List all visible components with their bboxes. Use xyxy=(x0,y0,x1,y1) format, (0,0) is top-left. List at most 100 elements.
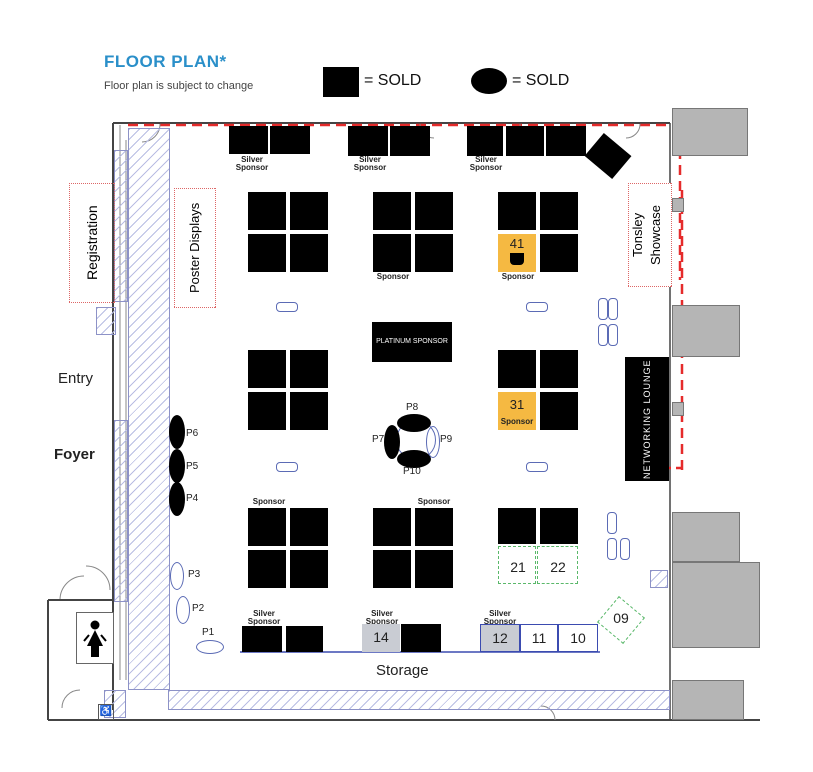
booth-block3-b[interactable] xyxy=(540,192,578,230)
registration-label: Registration xyxy=(84,205,100,281)
tonsley-showcase-area: Tonsley Showcase xyxy=(628,183,672,287)
table-icon-11 xyxy=(620,538,630,560)
booth-14-number: 14 xyxy=(373,629,389,645)
left-outer-hatch-2 xyxy=(114,420,128,602)
booth-09-number: 09 xyxy=(613,610,629,626)
poster-p6-oval[interactable] xyxy=(169,415,185,449)
booth-block2-c[interactable] xyxy=(373,234,411,272)
booth-block6-d[interactable] xyxy=(290,550,328,588)
booth-top-2[interactable] xyxy=(270,126,310,154)
booth-14[interactable]: 14 xyxy=(362,624,400,652)
booth-block4-d[interactable] xyxy=(290,392,328,430)
silver-sponsor-label-4: Silver Sponsor xyxy=(247,609,281,626)
poster-p8-label: P8 xyxy=(406,402,419,413)
booth-block8-a[interactable] xyxy=(498,508,536,544)
right-hatch xyxy=(650,570,668,588)
booth-12-number: 12 xyxy=(492,630,508,646)
poster-p5-oval[interactable] xyxy=(169,449,185,483)
booth-31-number: 31 xyxy=(509,397,525,412)
booth-block7-d[interactable] xyxy=(415,550,453,588)
coffee-cup-icon xyxy=(510,253,524,265)
booth-block4-c[interactable] xyxy=(248,392,286,430)
table-icon-1 xyxy=(276,302,298,312)
tonsley-showcase-label: Tonsley Showcase xyxy=(630,205,663,265)
booth-bottom-1[interactable] xyxy=(242,626,282,652)
networking-lounge-label: NETWORKING LOUNGE xyxy=(642,359,652,479)
silver-sponsor-label-5: Silver Sponsor xyxy=(365,609,399,626)
booth-block5-d[interactable] xyxy=(540,392,578,430)
poster-p7-oval[interactable] xyxy=(384,425,400,459)
poster-p3-outline xyxy=(170,562,184,590)
booth-block7-c[interactable] xyxy=(373,550,411,588)
registration-room: Registration xyxy=(69,183,115,303)
booth-21[interactable]: 21 xyxy=(498,546,536,584)
booth-block6-b[interactable] xyxy=(290,508,328,546)
booth-block7-b[interactable] xyxy=(415,508,453,546)
booth-11[interactable]: 11 xyxy=(520,624,558,652)
booth-11-number: 11 xyxy=(531,630,547,646)
poster-p7-label: P7 xyxy=(372,434,385,445)
booth-top-3[interactable] xyxy=(348,126,388,156)
booth-top-7[interactable] xyxy=(546,126,586,156)
booth-10[interactable]: 10 xyxy=(558,624,598,652)
booth-12[interactable]: 12 xyxy=(480,624,520,652)
legend-square-icon xyxy=(323,67,359,97)
booth-41[interactable]: 41 xyxy=(498,234,536,272)
platinum-sponsor-booth[interactable]: PLATINUM SPONSOR xyxy=(372,322,452,362)
page-title: FLOOR PLAN* xyxy=(104,52,227,71)
booth-top-4[interactable] xyxy=(390,126,430,156)
booth-bottom-3[interactable] xyxy=(401,624,441,652)
poster-p4-oval[interactable] xyxy=(169,482,185,516)
table-icon-10 xyxy=(607,538,617,560)
booth-top-1[interactable] xyxy=(229,126,268,154)
booth-22[interactable]: 22 xyxy=(537,546,578,584)
booth-block6-c[interactable] xyxy=(248,550,286,588)
booth-31[interactable]: 31 Sponsor xyxy=(498,392,536,430)
booth-block4-b[interactable] xyxy=(290,350,328,388)
booth-block2-a[interactable] xyxy=(373,192,411,230)
booth-block3-d[interactable] xyxy=(540,234,578,272)
booth-block1-c[interactable] xyxy=(248,234,286,272)
booth-block7-a[interactable] xyxy=(373,508,411,546)
booth-top-6[interactable] xyxy=(506,126,544,156)
legend-oval-label: = SOLD xyxy=(512,72,570,89)
booth-top-5[interactable] xyxy=(467,126,503,156)
booth-block1-b[interactable] xyxy=(290,192,328,230)
poster-p9-label: P9 xyxy=(440,434,453,445)
booth-block5-b[interactable] xyxy=(540,350,578,388)
booth-22-number: 22 xyxy=(550,559,566,575)
foyer-label: Foyer xyxy=(54,446,95,463)
legend-square-label: = SOLD xyxy=(364,72,422,89)
booth-block1-d[interactable] xyxy=(290,234,328,272)
poster-p8-oval[interactable] xyxy=(397,414,431,432)
right-room-2 xyxy=(672,305,740,357)
booth-block8-b[interactable] xyxy=(540,508,578,544)
platinum-sponsor-label: PLATINUM SPONSOR xyxy=(376,338,448,345)
booth-block6-a[interactable] xyxy=(248,508,286,546)
table-icon-5 xyxy=(598,298,608,320)
networking-lounge: NETWORKING LOUNGE xyxy=(625,357,669,481)
booth-21-number: 21 xyxy=(510,559,526,575)
accessible-icon: ♿ xyxy=(98,704,114,720)
right-pillar-1 xyxy=(672,198,684,212)
right-room-4 xyxy=(672,562,760,648)
right-room-5 xyxy=(672,680,744,720)
poster-displays-area: Poster Displays xyxy=(174,188,216,308)
bottom-corridor xyxy=(168,690,670,710)
booth-41-number: 41 xyxy=(509,236,525,251)
left-outer-hatch xyxy=(114,150,128,302)
table-icon-9 xyxy=(607,512,617,534)
booth-bottom-2[interactable] xyxy=(286,626,323,652)
booth-block2-d[interactable] xyxy=(415,234,453,272)
booth-block5-a[interactable] xyxy=(498,350,536,388)
booth-block4-a[interactable] xyxy=(248,350,286,388)
booth-block1-a[interactable] xyxy=(248,192,286,230)
booth-block3-a[interactable] xyxy=(498,192,536,230)
table-icon-8 xyxy=(608,324,618,346)
poster-p2-label: P2 xyxy=(192,603,205,614)
booth-block2-b[interactable] xyxy=(415,192,453,230)
right-room-3 xyxy=(672,512,740,562)
left-corridor xyxy=(128,128,170,690)
corner-hatch xyxy=(96,307,116,335)
poster-p10-oval[interactable] xyxy=(397,450,431,468)
